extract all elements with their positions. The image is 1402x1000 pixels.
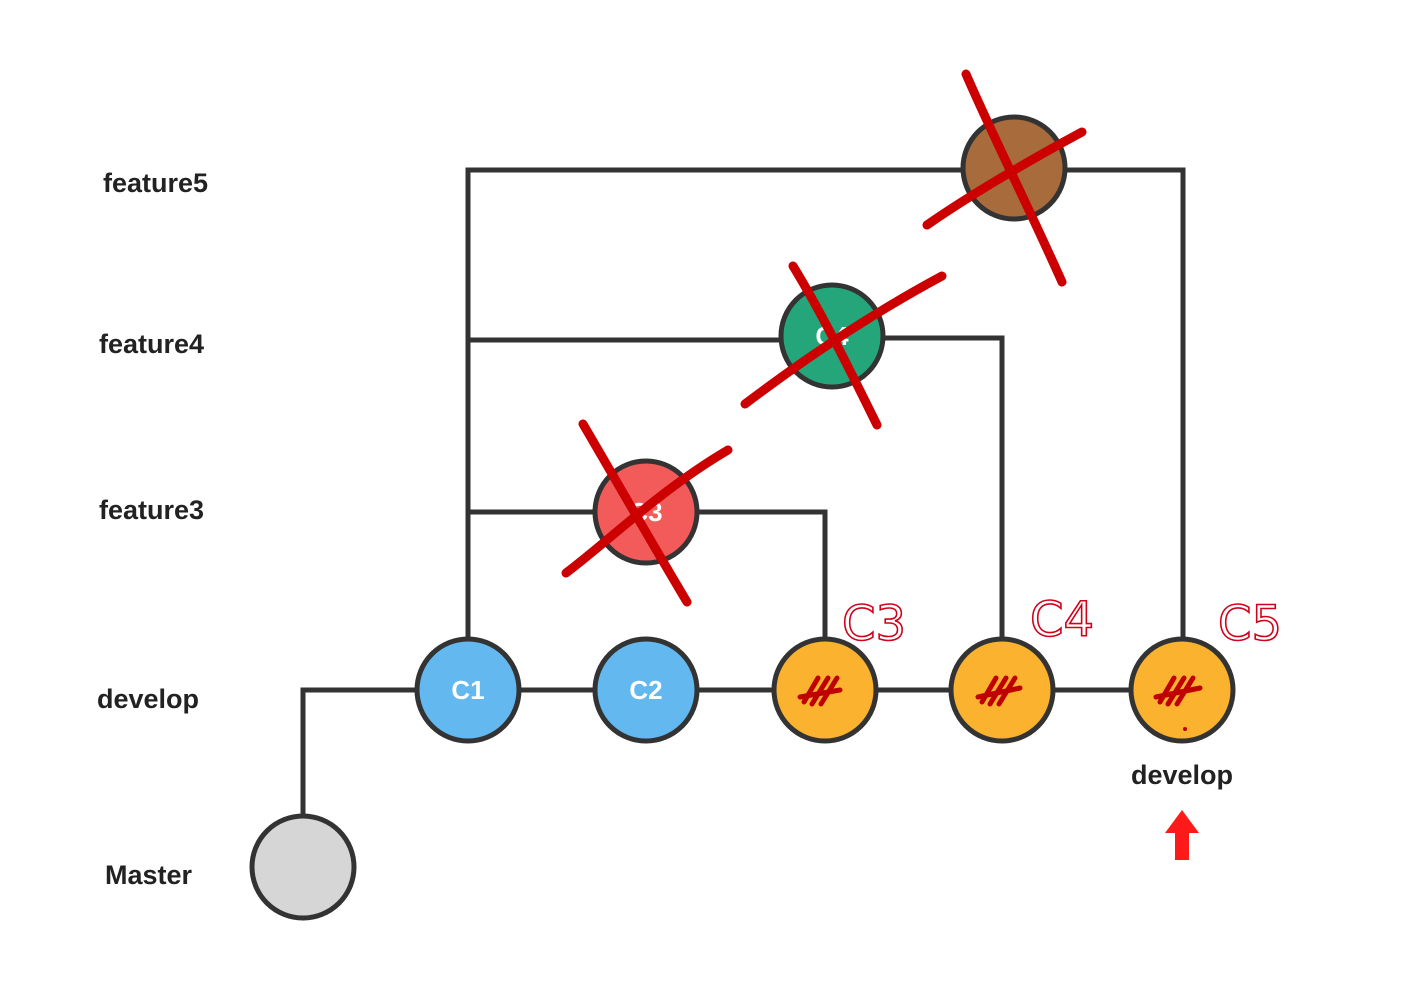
scribble-merge3	[797, 675, 843, 707]
edge-feature4-to-develop	[882, 335, 1005, 640]
develop-commit-c1: C1	[414, 636, 522, 744]
edge-feature3-to-develop	[697, 509, 828, 640]
label-scribbles	[797, 675, 1203, 731]
develop-commit-c2-label: C2	[629, 675, 662, 705]
lane-label-feature3: feature3	[99, 495, 204, 525]
lane-label-develop: develop	[97, 684, 199, 714]
develop-commit-merge3	[771, 636, 879, 744]
scribble-merge5	[1153, 675, 1203, 707]
strike-feature3-diag2	[578, 419, 692, 607]
edge-feature5-to-develop	[1063, 167, 1186, 640]
ink-dot	[1183, 727, 1187, 731]
handwritten-c3: C3	[842, 596, 906, 652]
strike-feature4-diag1	[740, 271, 947, 409]
strike-marks	[561, 69, 1087, 607]
up-arrow-icon	[1165, 810, 1199, 860]
edge-c1-to-feature5	[465, 167, 965, 640]
lane-label-master: Master	[105, 860, 193, 890]
handwritten-c4: C4	[1030, 592, 1094, 648]
develop-commit-c2: C2	[592, 636, 700, 744]
lane-label-feature5: feature5	[103, 168, 208, 198]
develop-pointer-label: develop	[1131, 760, 1233, 790]
strike-feature4-diag2	[788, 261, 882, 430]
edge-master-to-develop	[300, 687, 420, 818]
strike-feature5-diag2	[961, 69, 1067, 287]
develop-commit-c1-label: C1	[451, 675, 484, 705]
edges	[300, 167, 1186, 818]
strike-feature5-diag1	[922, 127, 1087, 230]
lane-label-feature4: feature4	[99, 329, 204, 359]
master-commit	[249, 813, 357, 921]
scribble-merge4	[975, 675, 1023, 707]
handwritten-c5: C5	[1218, 596, 1282, 652]
